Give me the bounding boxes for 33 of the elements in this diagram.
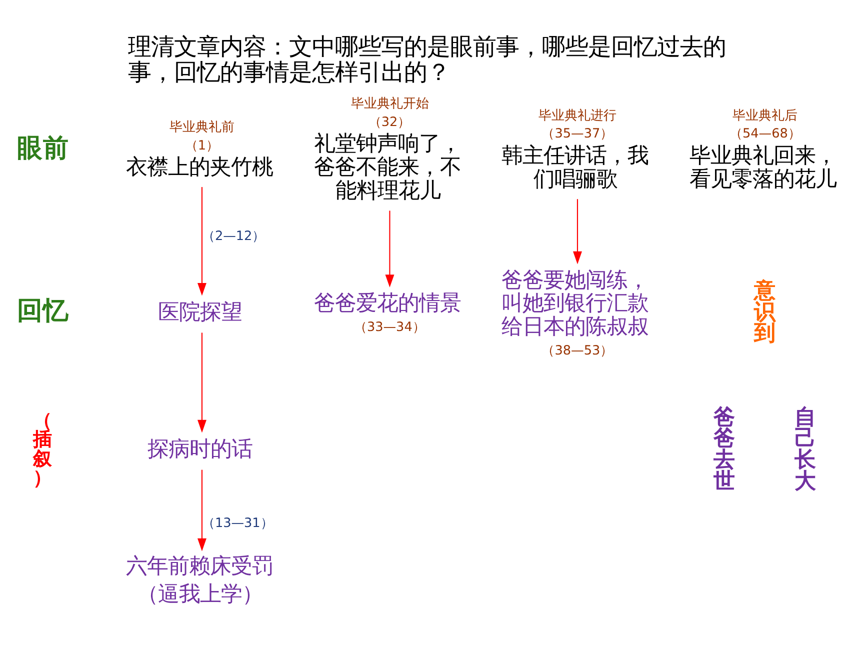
node-text: 医院探望 — [158, 300, 242, 325]
arrow — [197, 187, 206, 296]
node-label: （32） — [368, 114, 411, 130]
label: 爸爸去世 — [714, 404, 734, 494]
node-text: 礼堂钟声响了，爸爸不能来，不能料理花儿 — [314, 132, 461, 204]
label: 意识到 — [754, 278, 776, 346]
node-label: 毕业典礼前 — [169, 120, 234, 136]
arrow — [385, 210, 394, 288]
node-text: 探病时的话 — [148, 436, 253, 462]
label: （插叙） — [32, 408, 52, 490]
label: 回忆 — [16, 296, 69, 326]
node-label: （35—37） — [542, 126, 614, 142]
node-text: 爸爸要她闯练，叫她到银行汇款给日本的陈叔叔 — [502, 268, 649, 340]
edge-label: （2—12） — [202, 228, 266, 244]
diagram-title: 理清文章内容：文中哪些写的是眼前事，哪些是回忆过去的事，回忆的事情是怎样引出的？ — [128, 32, 726, 86]
node-label: 毕业典礼开始 — [350, 96, 429, 112]
node-text: 韩主任讲话，我们唱骊歌 — [502, 143, 649, 192]
node-label: 毕业典礼后 — [732, 108, 798, 124]
node-text: 六年前赖床受罚 （逼我上学） — [126, 554, 274, 607]
node-text: 毕业典礼回来，看见零落的花儿 — [689, 143, 836, 192]
arrow — [197, 470, 206, 552]
node-label: （38—53） — [542, 344, 614, 359]
edge-label: （13—31） — [202, 516, 274, 531]
label: 自己长大 — [794, 404, 816, 494]
arrow — [197, 332, 206, 433]
node-label: （54—68） — [730, 126, 801, 142]
label: 眼前 — [16, 133, 69, 164]
node-text: 爸爸爱花的情景 — [314, 291, 461, 316]
node-label: （33—34） — [354, 320, 426, 336]
arrow — [573, 199, 582, 264]
node-label: （1） — [184, 138, 220, 154]
node-label: 毕业典礼进行 — [538, 108, 617, 124]
node-text: 衣襟上的夹竹桃 — [126, 155, 274, 180]
